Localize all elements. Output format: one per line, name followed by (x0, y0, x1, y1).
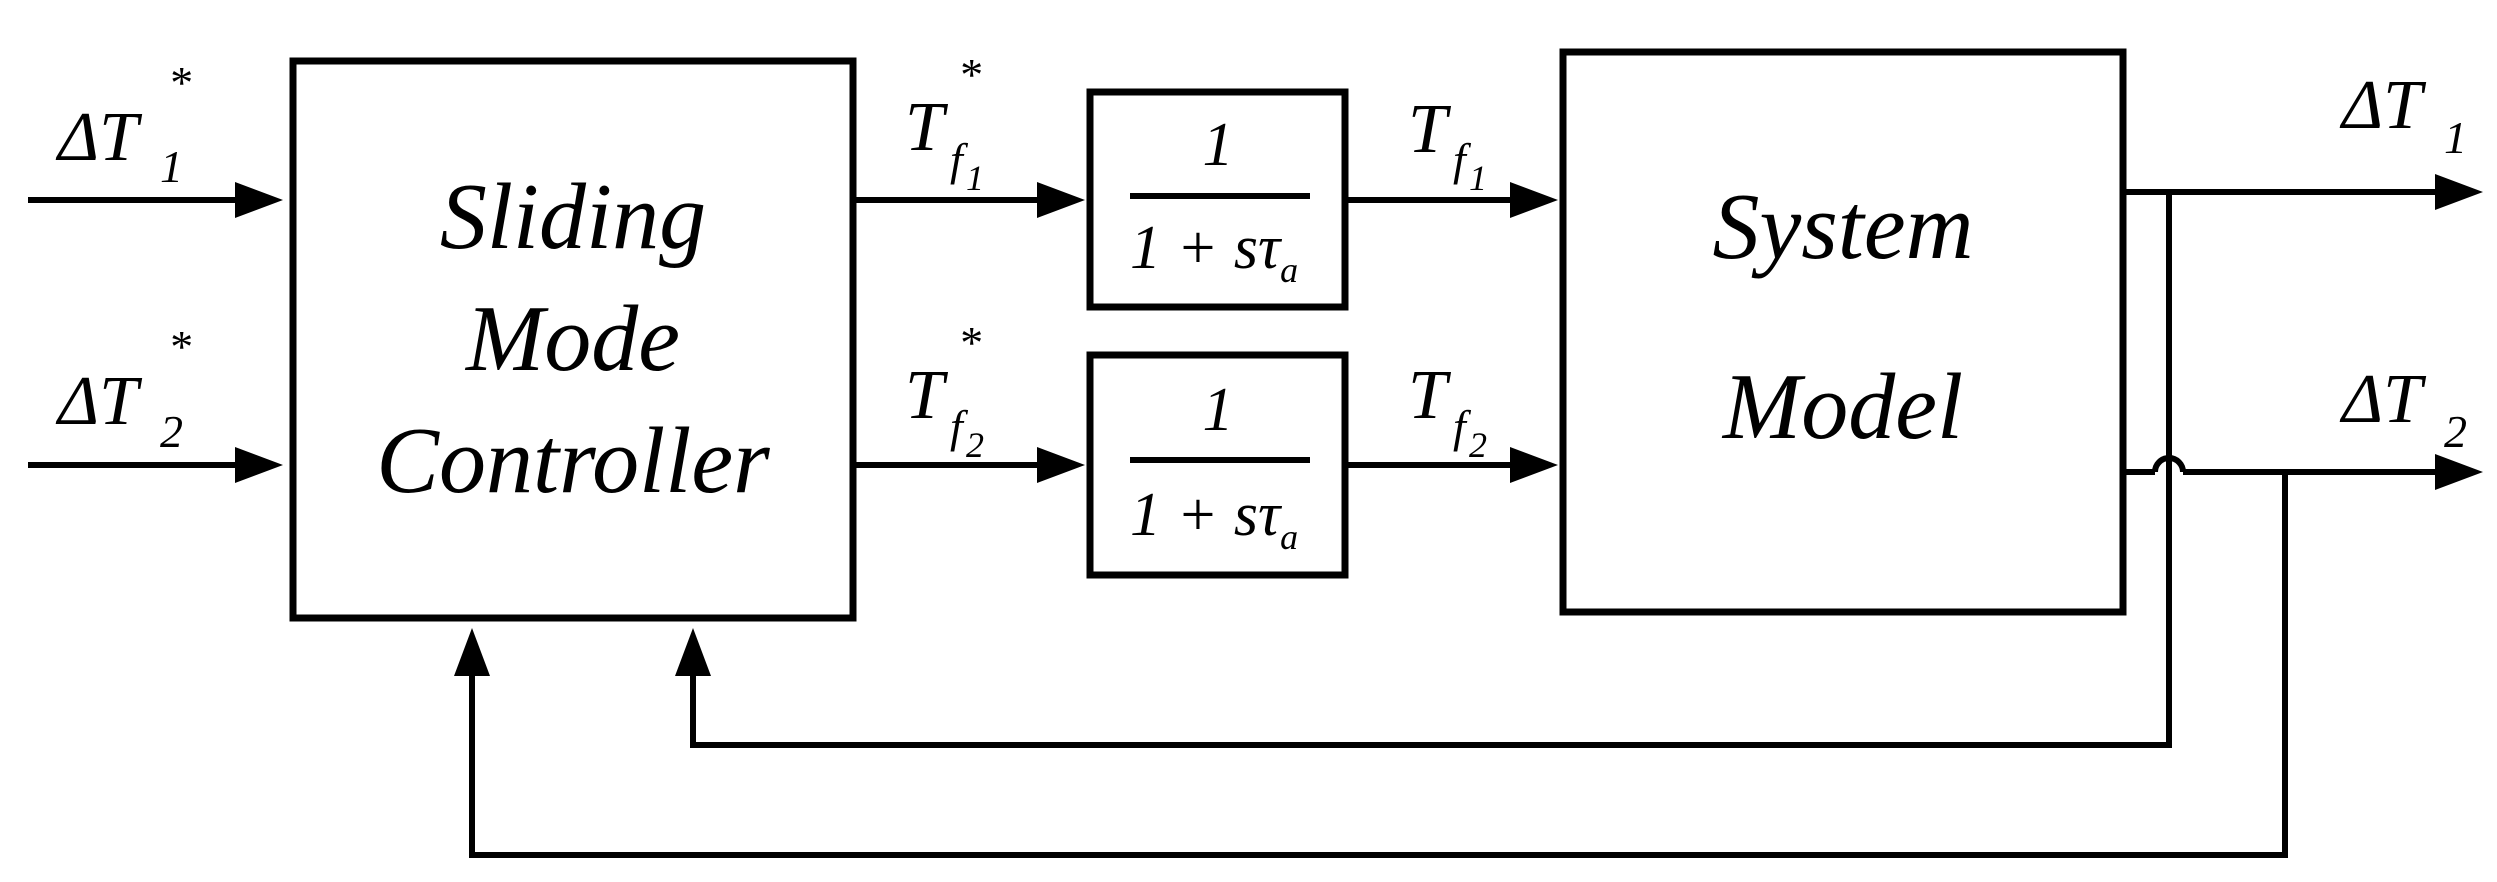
svg-text:1: 1 (966, 158, 984, 198)
svg-text:2: 2 (966, 425, 984, 465)
svg-text:T: T (905, 357, 949, 434)
svg-text:2: 2 (160, 406, 183, 457)
actuator-filter-2-block: 1 1 + sτa (1086, 351, 1349, 579)
ref-arrow-2 (853, 447, 1085, 483)
actual-arrow-1 (1345, 182, 1558, 218)
arrowhead-icon (2435, 454, 2483, 490)
signal-label-tf2: T f 2 (1408, 357, 1487, 465)
filter2-denominator: 1 + sτa (1130, 481, 1298, 557)
arrowhead-icon (675, 628, 711, 676)
signal-label-delta-t1-ref: ΔT 1 * (55, 57, 191, 192)
filter1-numerator: 1 (1203, 111, 1234, 179)
svg-text:T: T (905, 89, 949, 166)
filter1-denominator: 1 + sτa (1130, 214, 1298, 290)
svg-text:ΔT: ΔT (2339, 361, 2427, 438)
svg-text:T: T (1408, 91, 1452, 168)
svg-text:T: T (1408, 357, 1452, 434)
controller-label-line3: Controller (376, 409, 770, 513)
feedback-path-1 (675, 192, 2172, 748)
arrowhead-icon (2435, 174, 2483, 210)
svg-text:1: 1 (1469, 158, 1487, 198)
signal-label-tf2-ref: T f 2 * (905, 317, 984, 465)
signal-label-tf1-ref: T f 1 * (905, 49, 984, 198)
arrowhead-icon (1037, 447, 1085, 483)
svg-text:2: 2 (1469, 425, 1487, 465)
output-arrow-1 (2123, 174, 2483, 210)
arrowhead-icon (454, 628, 490, 676)
arrowhead-icon (1510, 182, 1558, 218)
arrowhead-icon (235, 182, 283, 218)
controller-label-line1: Sliding (440, 165, 706, 269)
svg-text:ΔT: ΔT (2339, 67, 2427, 144)
svg-text:1: 1 (2444, 112, 2467, 163)
feedback-path-2 (454, 472, 2288, 858)
filter2-numerator: 1 (1203, 376, 1234, 444)
svg-text:*: * (168, 321, 191, 372)
signal-label-tf1: T f 1 (1408, 91, 1487, 198)
sliding-mode-controller-block: Sliding Mode Controller (289, 57, 857, 622)
svg-text:1: 1 (160, 141, 183, 192)
signal-label-delta-t2: ΔT 2 (2339, 361, 2467, 457)
ref-arrow-1 (853, 182, 1085, 218)
svg-text:ΔT: ΔT (55, 99, 143, 176)
actuator-filter-1-block: 1 1 + sτa (1086, 88, 1349, 311)
arrowhead-icon (1037, 182, 1085, 218)
system-model-block: System Model (1559, 48, 2127, 616)
input-arrow-1 (28, 182, 283, 218)
actual-arrow-2 (1345, 447, 1558, 483)
input-arrow-2 (28, 447, 283, 483)
controller-label-line2: Mode (464, 287, 680, 391)
svg-text:*: * (958, 49, 981, 100)
arrowhead-icon (235, 447, 283, 483)
output-arrow-2 (2123, 454, 2483, 490)
system-label-line2: Model (1721, 355, 1963, 459)
svg-text:ΔT: ΔT (55, 363, 143, 440)
svg-text:*: * (958, 317, 981, 368)
system-label-line1: System (1712, 175, 1973, 279)
arrowhead-icon (1510, 447, 1558, 483)
signal-label-delta-t2-ref: ΔT 2 * (55, 321, 191, 457)
svg-text:2: 2 (2444, 406, 2467, 457)
signal-label-delta-t1: ΔT 1 (2339, 67, 2467, 163)
svg-text:*: * (168, 57, 191, 108)
